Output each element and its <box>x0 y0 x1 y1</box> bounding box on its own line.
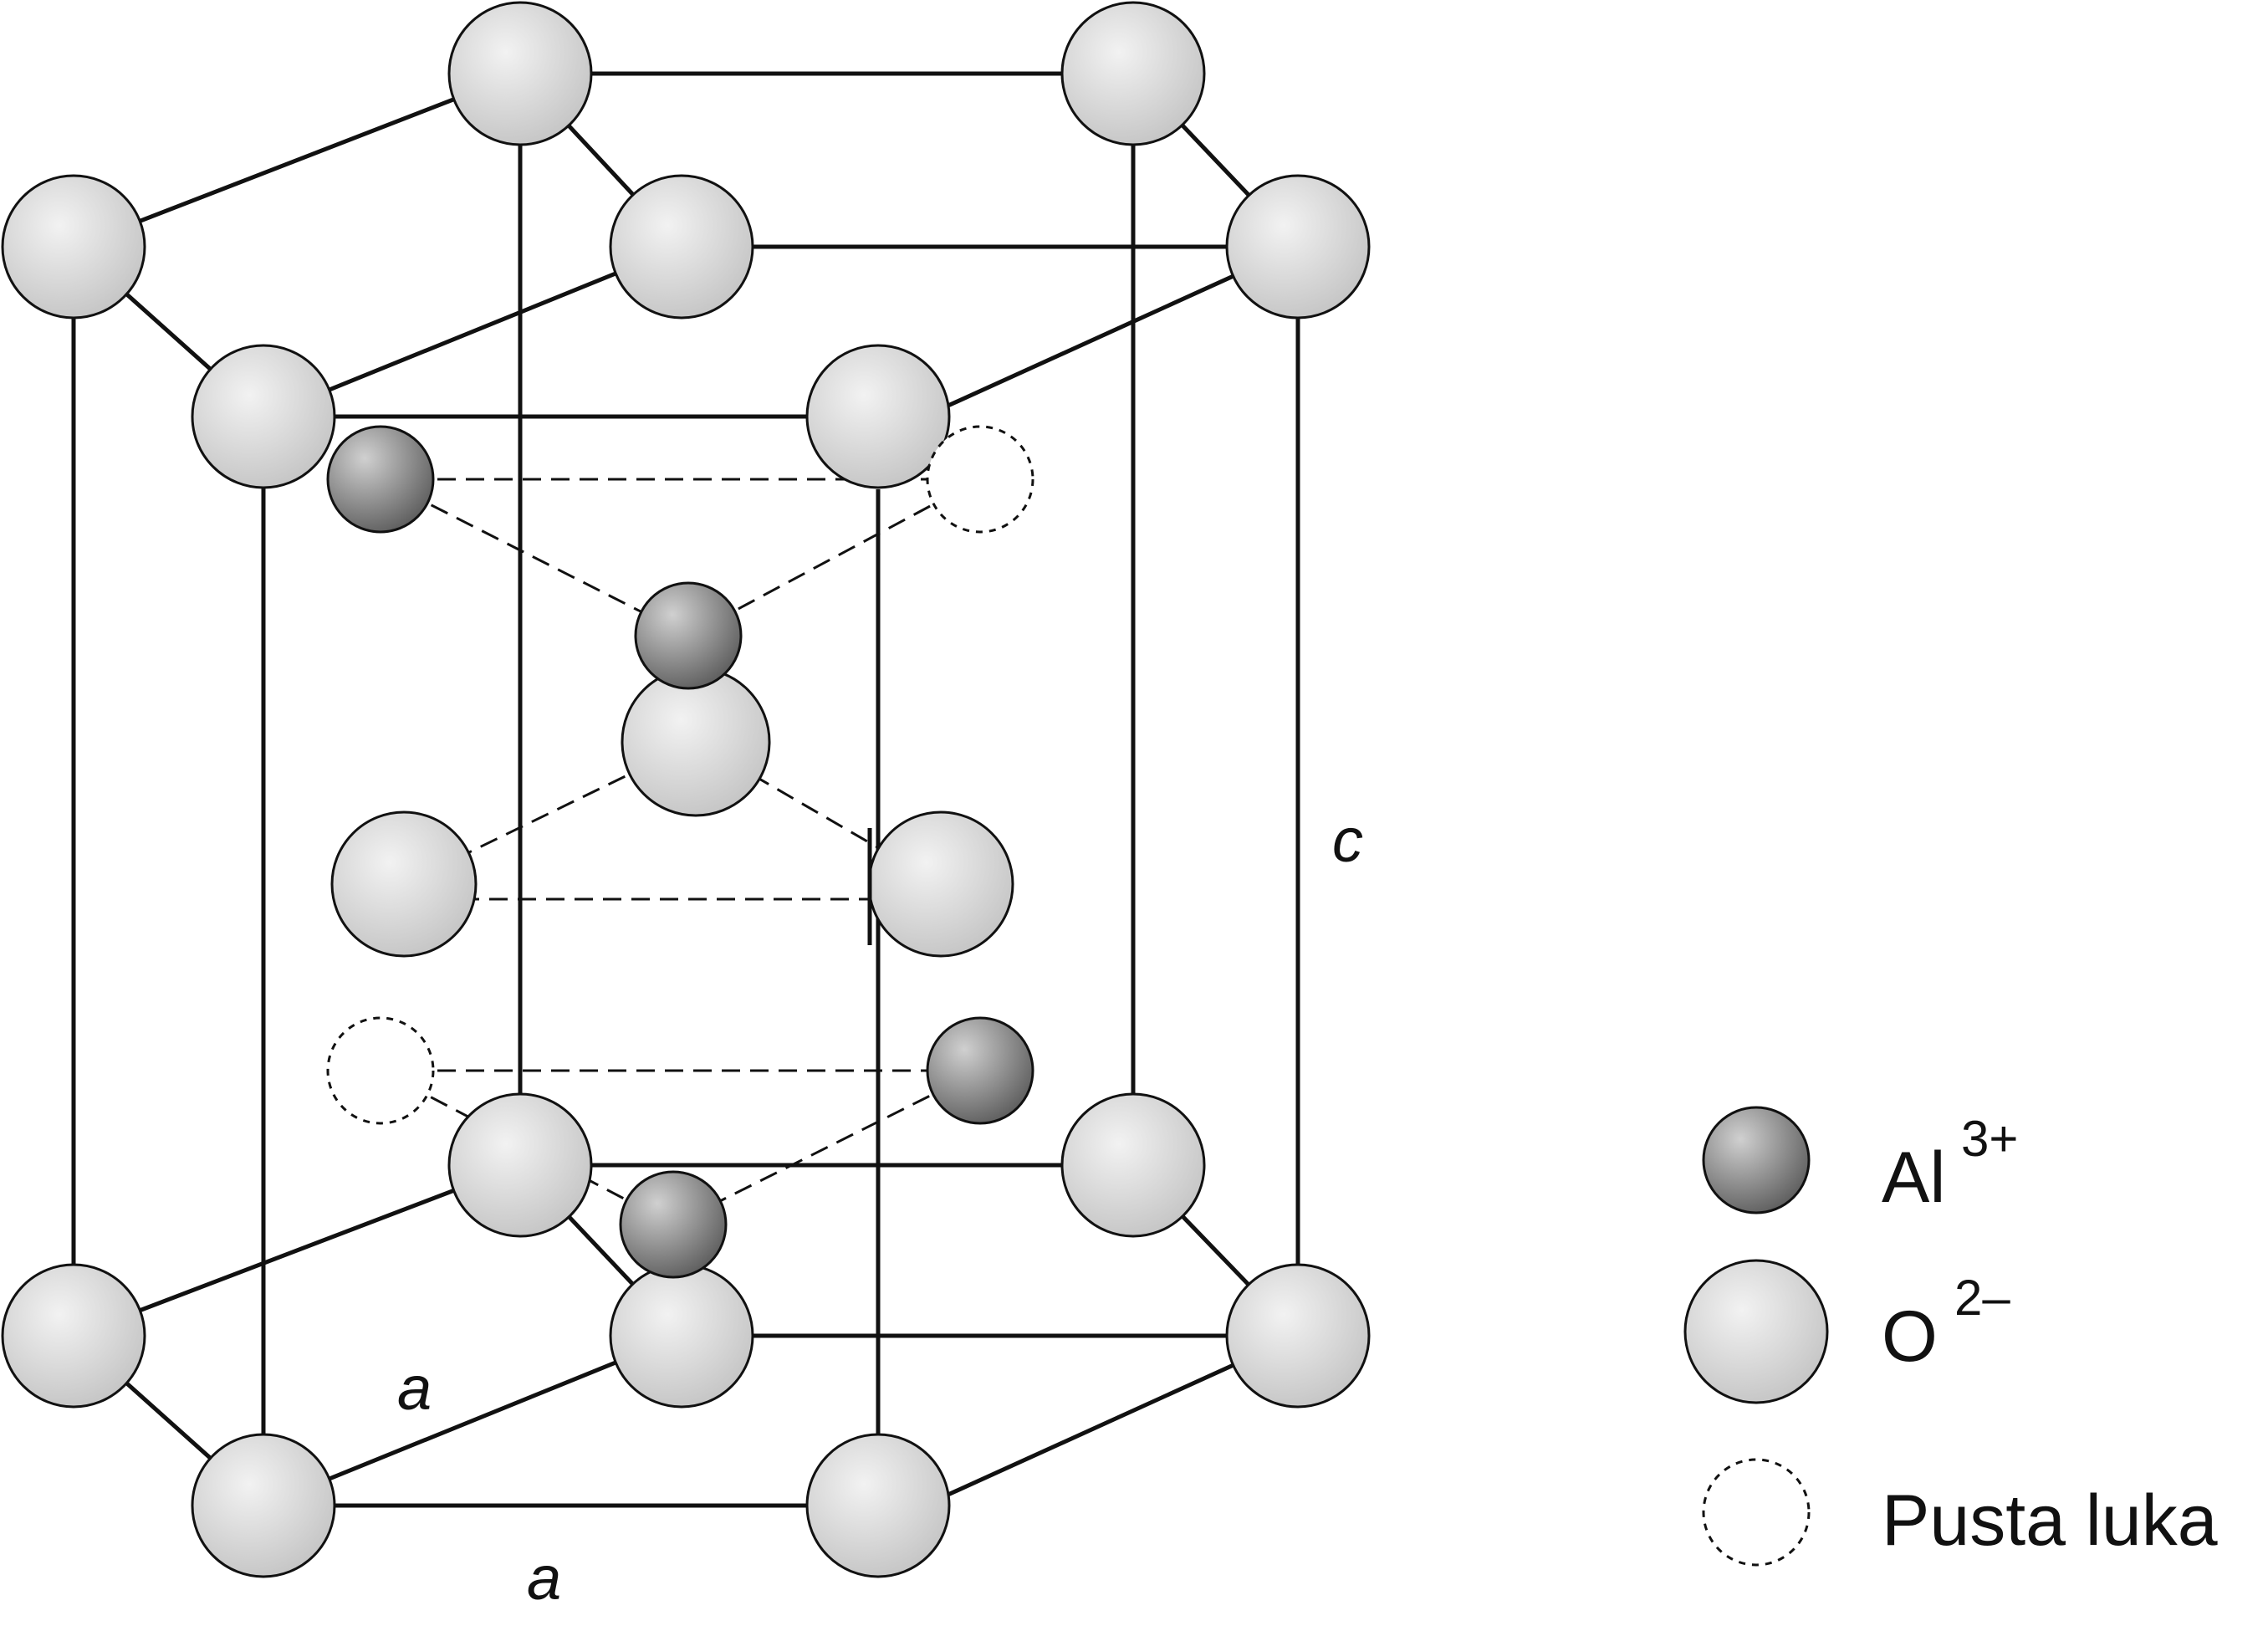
oxygen-atom <box>1225 1263 1371 1409</box>
aluminium-atom <box>634 581 743 690</box>
legend-item-aluminium: Al 3+ <box>1702 1106 2018 1218</box>
legend-aluminium-symbol: Al <box>1882 1138 1945 1218</box>
legend-vacancy-label: Pusta luka <box>1882 1480 2218 1561</box>
vacancy-site <box>326 1016 435 1125</box>
oxygen-atom <box>191 1433 336 1578</box>
oxygen-atom <box>621 667 771 817</box>
legend-item-vacancy: Pusta luka <box>1702 1458 2218 1567</box>
oxygen-atom <box>1225 174 1371 320</box>
aluminium-atom <box>619 1170 728 1279</box>
legend-vacancy-swatch <box>1702 1458 1811 1567</box>
oxygen-atom <box>330 810 478 958</box>
edge-bottom-back-left <box>73 1163 521 1338</box>
legend-oxygen-swatch <box>1683 1259 1829 1404</box>
oxygen-atom <box>609 174 754 320</box>
oxygen-atom <box>805 1433 951 1578</box>
lattice-label-c: c <box>1332 805 1363 875</box>
edge-top-back-left <box>73 71 521 249</box>
legend-oxygen-charge: 2– <box>1954 1270 2010 1326</box>
oxygen-atom <box>867 810 1014 958</box>
edge-top-inner-c <box>263 244 682 419</box>
aluminium-atom <box>326 425 435 534</box>
bond-upper-left-to-center <box>380 478 689 637</box>
oxygen-atom <box>1060 1 1206 146</box>
oxygen-atom <box>1060 1092 1206 1238</box>
bond-lower-right-to-front <box>672 1069 981 1226</box>
oxygen-atom <box>447 1 593 146</box>
oxygen-atom <box>191 344 336 489</box>
legend: Al 3+ O 2– Pusta luka <box>1683 1106 2218 1567</box>
oxygen-atom <box>1 174 146 320</box>
oxygen-atom <box>609 1263 754 1409</box>
lattice-label-a-bottom: a <box>527 1543 561 1613</box>
lattice-label-a-left: a <box>397 1353 432 1423</box>
edge-bottom-inner-c <box>263 1333 682 1508</box>
oxygen-atom <box>447 1092 593 1238</box>
legend-item-oxygen: O 2– <box>1683 1259 2010 1404</box>
vacancy-site <box>926 425 1034 534</box>
legend-aluminium-charge: 3+ <box>1961 1111 2018 1167</box>
atoms <box>1 1 1371 1578</box>
legend-oxygen-symbol: O <box>1882 1296 1938 1377</box>
oxygen-atom <box>1 1263 146 1409</box>
legend-aluminium-swatch <box>1702 1106 1811 1214</box>
aluminium-atom <box>926 1016 1034 1125</box>
oxygen-atom <box>805 344 951 489</box>
